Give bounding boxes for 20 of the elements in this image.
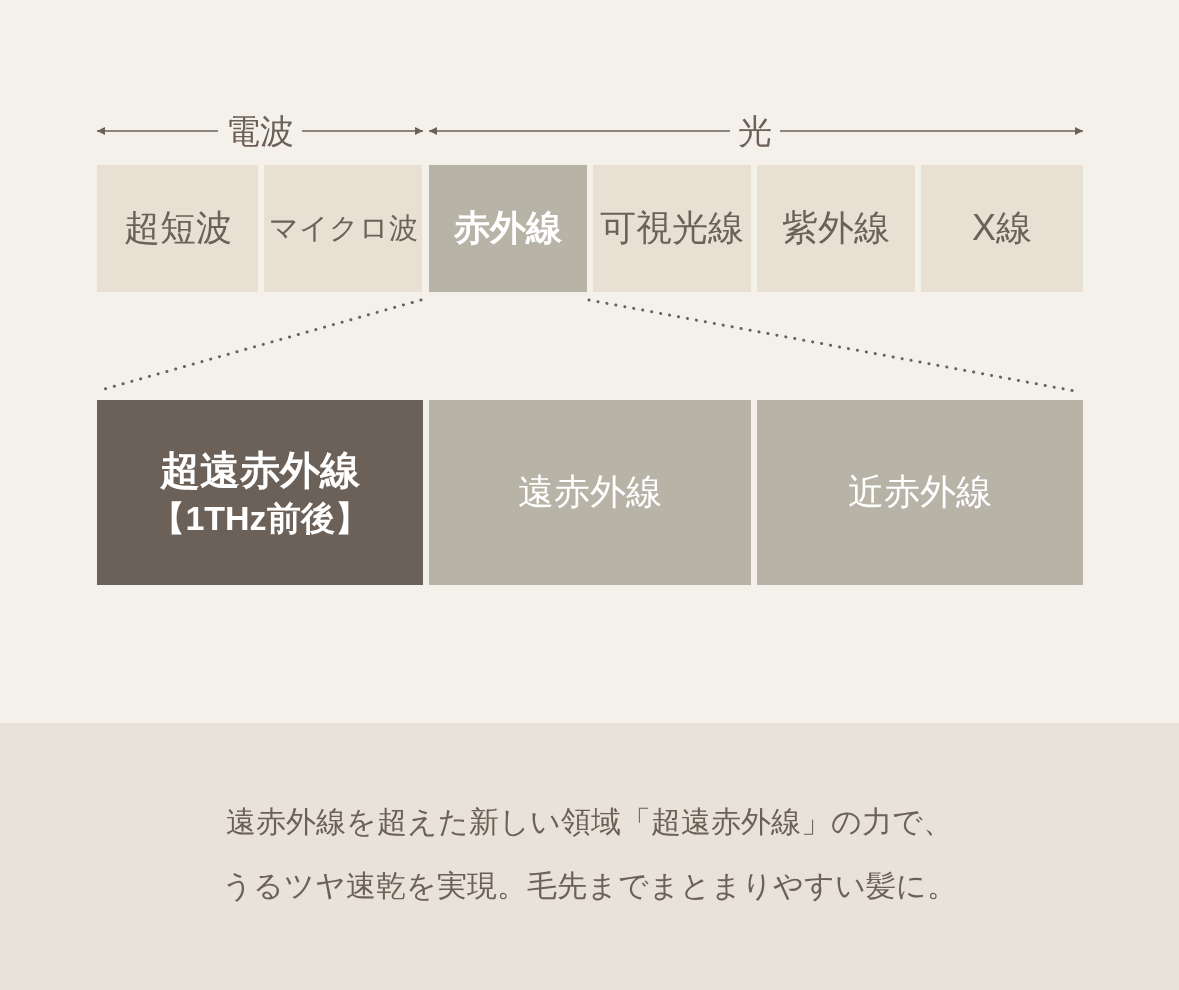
band-box — [264, 165, 422, 292]
band-name: X線 — [972, 206, 1032, 251]
band-box — [757, 165, 915, 292]
band-box — [921, 165, 1083, 292]
highlighted-subband-box — [97, 400, 423, 585]
frequency-note: 【1THz前後】 — [151, 498, 369, 540]
band-name: 赤外線 — [454, 206, 562, 251]
subband-box — [757, 400, 1083, 585]
band-box — [593, 165, 751, 292]
band-name: マイクロ波 — [268, 210, 418, 246]
band-name: 超遠赤外線 — [160, 447, 360, 495]
band-name: 可視光線 — [600, 206, 744, 251]
band-box — [97, 165, 258, 292]
band-name: 紫外線 — [782, 206, 890, 251]
band-name: 遠赤外線 — [518, 470, 662, 515]
band-name: 近赤外線 — [848, 470, 992, 515]
caption-text: 遠赤外線を超えた新しい領域「超遠赤外線」の力で、うるツヤ速乾を実現。毛先までまとまりやすい髪に。 — [222, 804, 957, 904]
band-name: 超短波 — [123, 206, 232, 251]
subband-box — [429, 400, 751, 585]
highlighted-band-box — [429, 165, 587, 292]
